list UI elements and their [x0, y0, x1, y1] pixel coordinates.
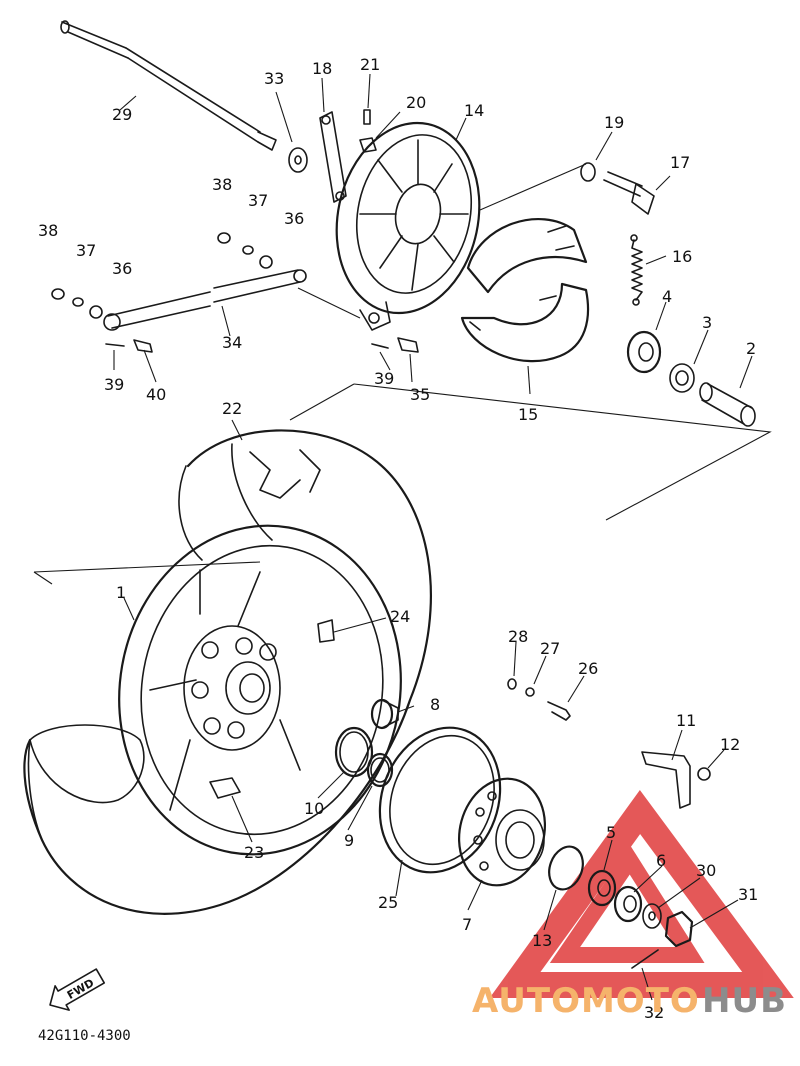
callout-12: 12 — [720, 735, 740, 754]
part-damper — [378, 726, 502, 874]
callout-33: 33 — [264, 69, 284, 88]
callout-30: 30 — [696, 861, 716, 880]
callout-36-left: 36 — [112, 259, 132, 278]
fwd-label: FWD — [65, 976, 96, 1002]
part-indicator — [359, 109, 377, 153]
part-brake-shoes — [460, 217, 590, 363]
callout-28: 28 — [508, 627, 528, 646]
part-brake-shoe-plate — [335, 121, 481, 331]
part-tension-bar — [103, 269, 307, 331]
part-spring — [630, 234, 643, 306]
callout-32: 32 — [644, 1003, 664, 1022]
callout-19: 19 — [604, 113, 624, 132]
callout-23: 23 — [244, 843, 264, 862]
part-bearing-6 — [613, 885, 643, 923]
part-axle — [60, 20, 277, 151]
callout-25: 25 — [378, 893, 398, 912]
callout-26: 26 — [578, 659, 598, 678]
part-valve — [209, 619, 335, 799]
callout-14: 14 — [464, 101, 484, 120]
part-o-ring-13 — [548, 845, 584, 891]
fwd-arrow-icon: FWD — [49, 968, 106, 1011]
callout-39-right: 39 — [374, 369, 394, 388]
part-camshaft — [580, 162, 655, 215]
callout-24: 24 — [390, 607, 410, 626]
part-wheel — [118, 524, 402, 856]
callout-5: 5 — [606, 823, 616, 842]
watermark-brand-a: AUTOMOTO — [472, 981, 700, 1021]
callout-16: 16 — [672, 247, 692, 266]
callout-6: 6 — [656, 851, 666, 870]
callout-1: 1 — [116, 583, 126, 602]
part-small-hardware — [51, 232, 419, 353]
part-collar-2 — [699, 382, 756, 427]
callout-11: 11 — [676, 711, 696, 730]
part-spacer-8 — [370, 698, 399, 730]
callout-18: 18 — [312, 59, 332, 78]
callout-4: 4 — [662, 287, 672, 306]
callout-13: 13 — [532, 931, 552, 950]
callout-17: 17 — [670, 153, 690, 172]
part-oil-seal-3 — [669, 363, 695, 393]
callout-7: 7 — [462, 915, 472, 934]
leader-lines — [113, 73, 753, 1001]
callout-22: 22 — [222, 399, 242, 418]
part-cotter-pin — [631, 949, 659, 969]
callout-34: 34 — [222, 333, 242, 352]
watermark-text: AUTOMOTO HUB — [472, 981, 787, 1021]
assembly-lines — [33, 163, 772, 585]
diagram-code: 42G110-4300 — [38, 1028, 131, 1044]
watermark-brand-b: HUB — [702, 981, 787, 1021]
part-tire — [23, 429, 432, 915]
callout-9: 9 — [344, 831, 354, 850]
part-sprocket-plate — [507, 678, 711, 809]
part-bearing-4 — [626, 330, 662, 374]
part-washer-33 — [288, 147, 308, 173]
callout-29: 29 — [112, 105, 132, 124]
callout-20: 20 — [406, 93, 426, 112]
part-camshaft-lever — [319, 111, 347, 203]
callout-10: 10 — [304, 799, 324, 818]
callout-37-right: 37 — [248, 191, 268, 210]
part-nut-31 — [664, 910, 694, 948]
part-clutch-hub — [457, 777, 547, 887]
part-o-ring-10 — [334, 726, 374, 778]
callout-27: 27 — [540, 639, 560, 658]
part-washer-30 — [642, 903, 662, 929]
callout-35: 35 — [410, 385, 430, 404]
watermark-triangle-icon — [489, 789, 794, 998]
callout-2: 2 — [746, 339, 756, 358]
callout-39-left: 39 — [104, 375, 124, 394]
callout-40: 40 — [146, 385, 166, 404]
callout-37-left: 37 — [76, 241, 96, 260]
callout-38-right: 38 — [212, 175, 232, 194]
callout-15: 15 — [518, 405, 538, 424]
callout-labels: 1 2 3 4 5 6 7 8 9 10 11 12 13 14 15 16 1… — [38, 55, 758, 1022]
callout-31: 31 — [738, 885, 758, 904]
callout-8: 8 — [430, 695, 440, 714]
callout-21: 21 — [360, 55, 380, 74]
callout-3: 3 — [702, 313, 712, 332]
part-bearing-5 — [587, 869, 617, 907]
callout-38-left: 38 — [38, 221, 58, 240]
callout-36-right: 36 — [284, 209, 304, 228]
